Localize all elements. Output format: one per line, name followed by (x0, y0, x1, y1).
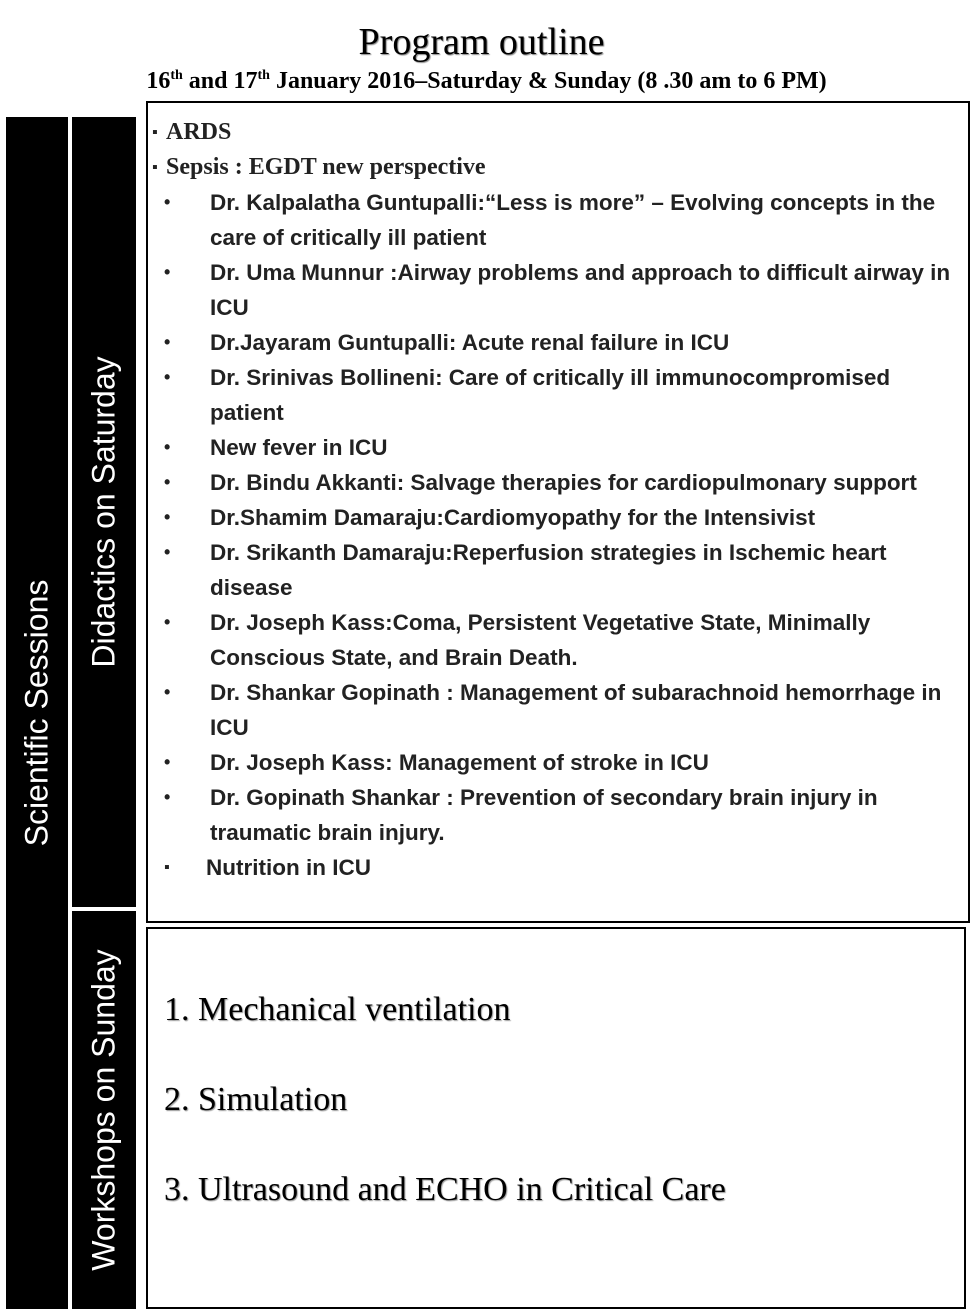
list-item: • Dr.Shamim Damaraju:Cardiomyopathy for t… (148, 500, 968, 535)
workshop-item: 2. Simulation (164, 1081, 348, 1118)
day-two: 17 (233, 68, 258, 94)
didactics-saturday-label: Didactics on Saturday (85, 356, 122, 668)
date-details: January 2016–Saturday & Sunday (8 .30 am… (269, 68, 827, 94)
topic-text: Dr. Bindu Akkanti: Salvage therapies for… (210, 470, 917, 495)
saturday-topic-list: ▪ ARDS ▪ Sepsis : EGDT new perspective • D… (148, 115, 968, 885)
bullet-icon: • (164, 542, 171, 562)
square-bullet-icon: ▪ (152, 159, 158, 176)
bullet-icon: • (164, 682, 171, 702)
list-item: • Dr. Gopinath Shankar : Prevention of se… (148, 780, 968, 850)
topic-text: Dr. Joseph Kass: Management of stroke in… (210, 750, 709, 775)
topic-text: Dr. Srinivas Bollineni: Care of critical… (210, 365, 891, 425)
workshop-item: 1. Mechanical ventilation (164, 991, 511, 1028)
topic-text: Dr.Shamim Damaraju:Cardiomyopathy for th… (210, 505, 816, 530)
bullet-icon: • (164, 787, 171, 807)
day-one: 16 (146, 68, 171, 94)
scientific-sessions-label: Scientific Sessions (18, 579, 55, 847)
list-item: • Dr. Kalpalatha Guntupalli:“Less is mor… (148, 185, 968, 255)
bullet-icon: • (164, 332, 171, 352)
didactics-saturday-bar: Didactics on Saturday (72, 117, 136, 907)
topic-text: Dr. Joseph Kass:Coma, Persistent Vegetat… (210, 610, 871, 670)
bullet-icon: • (164, 437, 171, 457)
topic-text: Dr. Kalpalatha Guntupalli:“Less is more”… (210, 190, 936, 250)
workshops-sunday-bar: Workshops on Sunday (72, 911, 136, 1309)
list-item: • Dr. Bindu Akkanti: Salvage therapies fo… (148, 465, 968, 500)
date-subtitle: 16th and 17th January 2016–Saturday & Su… (0, 68, 973, 95)
topic-text: Dr. Srikanth Damaraju:Reperfusion strate… (210, 540, 887, 600)
square-bullet-icon: ▪ (152, 124, 158, 141)
list-item: ▪ ARDS (148, 115, 968, 150)
workshops-sunday-label: Workshops on Sunday (85, 949, 122, 1271)
bullet-icon: • (164, 367, 171, 387)
bullet-icon: • (164, 612, 171, 632)
bullet-icon: • (164, 472, 171, 492)
day-two-suffix: th (257, 68, 270, 83)
topic-text: Dr. Shankar Gopinath : Management of sub… (210, 680, 942, 740)
scientific-sessions-bar: Scientific Sessions (6, 117, 68, 1309)
list-item: • New fever in ICU (148, 430, 968, 465)
topic-text: Sepsis : EGDT new perspective (166, 154, 486, 180)
bullet-icon: • (164, 262, 171, 282)
list-item: • Dr. Uma Munnur :Airway problems and app… (148, 255, 968, 325)
list-item: • Dr. Srikanth Damaraju:Reperfusion strat… (148, 535, 968, 605)
topic-text: Dr. Uma Munnur :Airway problems and appr… (210, 260, 951, 320)
list-item: • Dr. Srinivas Bollineni: Care of critica… (148, 360, 968, 430)
topic-text: Nutrition in ICU (206, 855, 371, 880)
square-bullet-icon: ▪ (164, 859, 170, 876)
day-one-suffix: th (170, 68, 183, 83)
topic-text: Dr.Jayaram Guntupalli: Acute renal failu… (210, 330, 730, 355)
list-item: ▪ Sepsis : EGDT new perspective (148, 150, 968, 185)
topic-text: New fever in ICU (210, 435, 388, 460)
page-title: Program outline (358, 21, 605, 63)
list-item: ▪ Nutrition in ICU (148, 850, 968, 885)
workshop-list: 1. Mechanical ventilation 2. Simulation … (148, 965, 964, 1235)
list-item: • Dr. Joseph Kass: Management of stroke i… (148, 745, 968, 780)
topic-text: ARDS (166, 119, 232, 145)
bullet-icon: • (164, 752, 171, 772)
workshop-item: 3. Ultrasound and ECHO in Critical Care (164, 1171, 726, 1208)
bullet-icon: • (164, 507, 171, 527)
and-text: and (182, 68, 234, 94)
list-item: • Dr. Shankar Gopinath : Management of su… (148, 675, 968, 745)
saturday-topics-box: ▪ ARDS ▪ Sepsis : EGDT new perspective • D… (146, 101, 970, 923)
sunday-workshops-box: 1. Mechanical ventilation 2. Simulation … (146, 927, 966, 1309)
topic-text: Dr. Gopinath Shankar : Prevention of sec… (210, 785, 878, 845)
list-item: • Dr.Jayaram Guntupalli: Acute renal fail… (148, 325, 968, 360)
bullet-icon: • (164, 192, 171, 212)
list-item: • Dr. Joseph Kass:Coma, Persistent Vegeta… (148, 605, 968, 675)
